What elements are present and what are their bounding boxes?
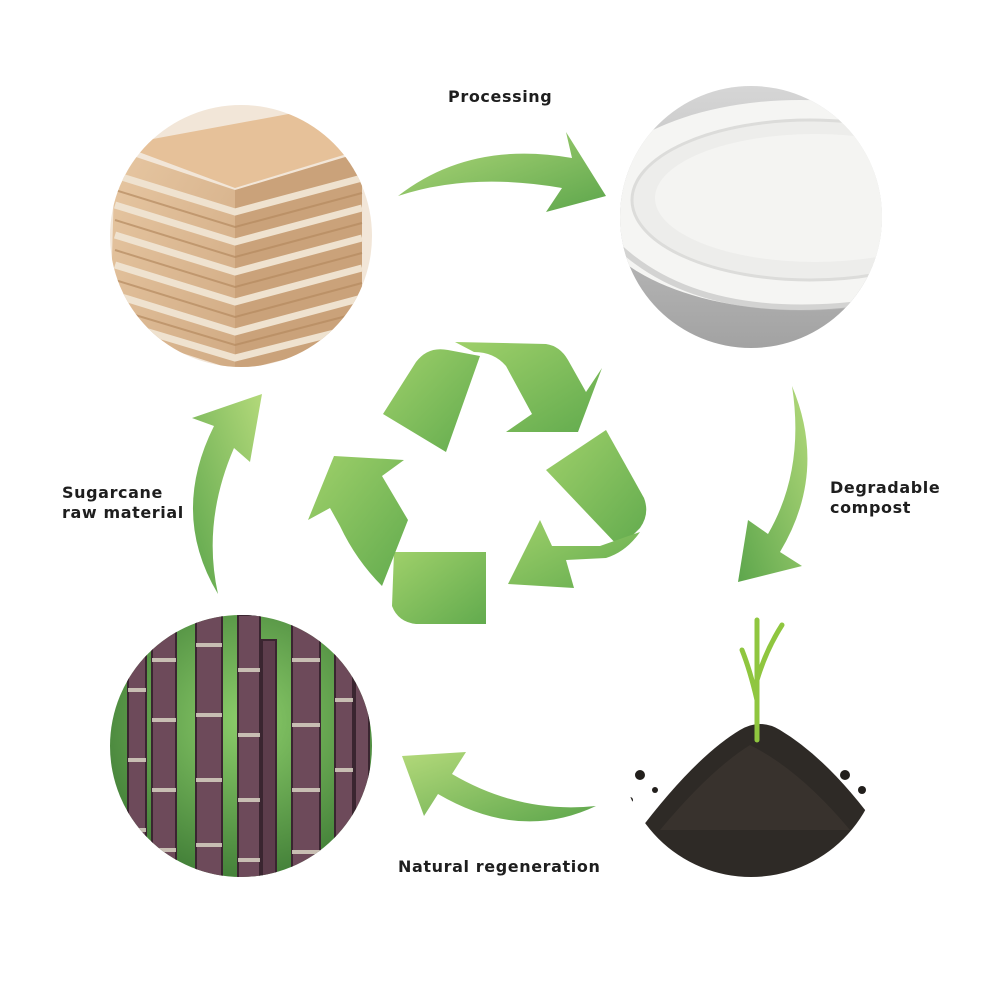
arrow-degradable-icon [738, 386, 808, 582]
label-natural-regeneration-text: Natural regeneration [398, 857, 601, 876]
label-sugarcane-raw-material: Sugarcane raw material [62, 483, 184, 523]
label-processing: Processing [448, 87, 552, 107]
label-natural-regeneration: Natural regeneration [398, 857, 600, 877]
label-degradable-compost: Degradable compost [830, 478, 940, 518]
recycle-icon [308, 342, 647, 624]
arrow-natural-regeneration-icon [402, 752, 596, 822]
label-processing-text: Processing [448, 87, 553, 106]
label-degradable-line1: Degradable [830, 478, 941, 497]
label-degradable-line2: compost [830, 498, 911, 517]
bagasse-pulp-block-image [110, 105, 372, 367]
sugarcane-field-image [110, 615, 372, 877]
tableware-plate-image [620, 86, 882, 348]
label-sugarcane-line1: Sugarcane [62, 483, 163, 502]
soil-seedling-image [620, 615, 882, 877]
arrow-sugarcane-icon [192, 394, 262, 594]
arrow-processing-icon [398, 132, 606, 212]
label-sugarcane-line2: raw material [62, 503, 184, 522]
